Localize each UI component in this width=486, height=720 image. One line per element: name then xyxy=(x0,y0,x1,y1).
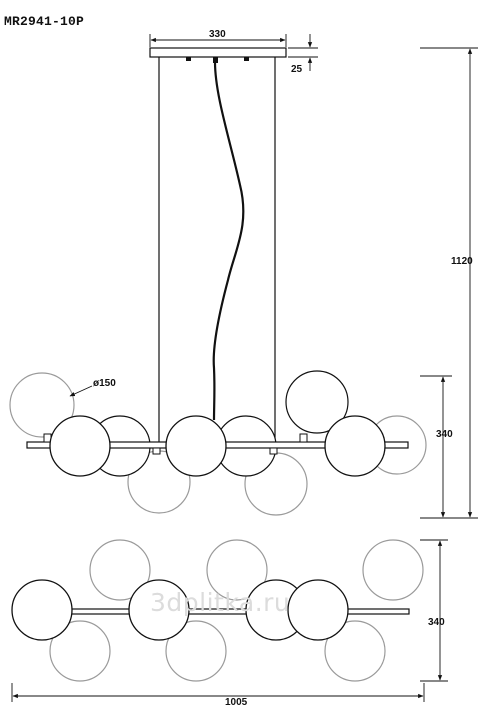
globe-front xyxy=(128,579,190,641)
canopy-height-label: 25 xyxy=(291,64,303,75)
cable-gland xyxy=(213,57,218,63)
dim-globe-leader xyxy=(69,385,93,397)
globe-back xyxy=(89,539,151,601)
total-height-label: 1120 xyxy=(451,256,473,267)
globe-front xyxy=(165,415,227,477)
bar-socket xyxy=(299,433,308,443)
globe-front xyxy=(11,579,73,641)
plan-view xyxy=(11,539,424,682)
canopy xyxy=(149,47,287,58)
canopy-bolt xyxy=(244,57,249,61)
globe-diameter-label: ø150 xyxy=(93,378,116,389)
plan-depth-label: 340 xyxy=(428,617,445,628)
globe-back xyxy=(206,539,268,601)
globe-back xyxy=(9,372,75,438)
globe-back xyxy=(324,620,386,682)
dimension-lines xyxy=(11,34,478,702)
total-length-label: 1005 xyxy=(225,697,248,708)
canopy-bolt xyxy=(186,57,191,61)
side-elevation-view xyxy=(9,47,427,516)
bar-socket xyxy=(269,447,278,455)
model-code: MR2941-10P xyxy=(4,14,85,29)
watermark: 3dplitka.ru xyxy=(150,588,291,617)
canopy-width-label: 330 xyxy=(209,29,226,40)
globe-front xyxy=(287,579,349,641)
side-height-label: 340 xyxy=(436,429,453,440)
globe-front xyxy=(49,415,111,477)
globe-back xyxy=(49,620,111,682)
globe-back xyxy=(362,539,424,601)
globe-front xyxy=(324,415,386,477)
globe-dark xyxy=(285,370,349,434)
bar-socket xyxy=(152,447,161,455)
globe-back xyxy=(165,620,227,682)
power-cable xyxy=(212,61,245,421)
